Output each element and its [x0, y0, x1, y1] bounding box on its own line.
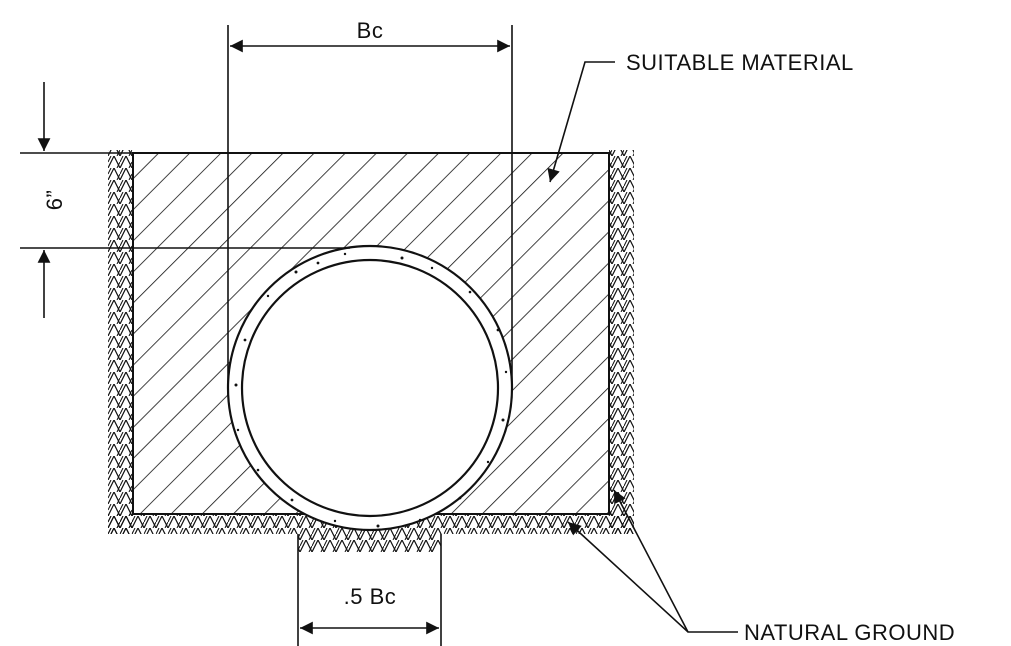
depth-dimension [20, 82, 350, 318]
material-leader [547, 61, 615, 183]
concrete-speckle [234, 252, 508, 528]
depth-label: 6” [42, 190, 67, 211]
ground-leader-left [567, 521, 738, 633]
bc-label: Bc [357, 18, 384, 43]
half-bc-dimension [297, 534, 442, 646]
pipe [226, 244, 514, 532]
ground-label: NATURAL GROUND [744, 620, 955, 645]
material-label: SUITABLE MATERIAL [626, 50, 854, 75]
ground-leader-right [613, 489, 689, 633]
half-bc-label: .5 Bc [344, 584, 397, 609]
